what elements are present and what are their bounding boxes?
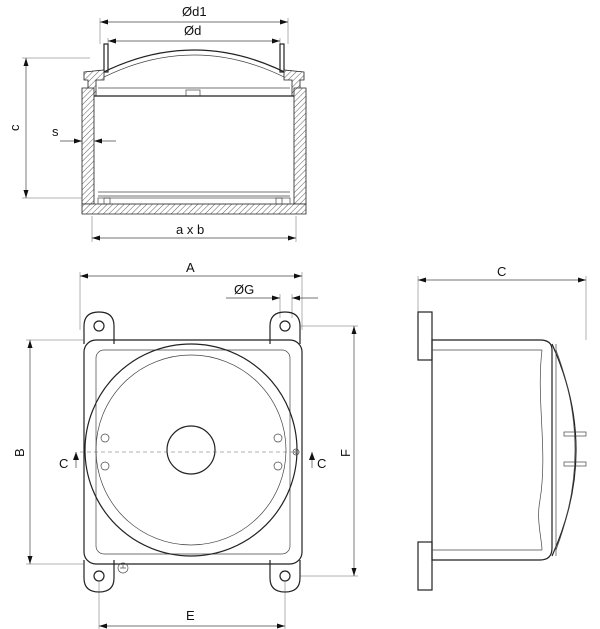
section-view: Ød1 Ød <box>7 4 307 242</box>
label-C-right: C <box>317 456 326 471</box>
side-body-break <box>538 349 544 551</box>
dim-G: ØG <box>226 282 318 318</box>
wall-left <box>81 87 95 205</box>
section-mark-left: C <box>59 452 79 471</box>
cover-ring-outer <box>84 343 298 557</box>
cover-clip <box>185 89 201 97</box>
screw-icon <box>273 461 283 471</box>
stud-right <box>279 43 285 73</box>
dim-F: F <box>300 325 358 577</box>
dim-d: Ød <box>107 23 281 52</box>
label-C-side: C <box>497 264 506 279</box>
side-view: C <box>417 264 587 591</box>
dim-C-side: C <box>417 264 587 340</box>
dome-cover-inner <box>97 54 291 81</box>
dim-axb: a x b <box>91 216 297 242</box>
dim-c-section: c <box>7 57 90 199</box>
label-axb: a x b <box>176 222 204 237</box>
lug-hole-top-left <box>93 320 105 332</box>
side-dome <box>551 343 577 557</box>
cover-ring-inner <box>95 354 287 546</box>
screw-icon <box>100 461 110 471</box>
dim-E: E <box>98 582 286 629</box>
side-flange-top <box>417 311 433 361</box>
lug-hole-bottom-right <box>279 570 291 582</box>
lug-hole-bottom-left <box>93 570 105 582</box>
lug-hole-top-right <box>279 320 291 332</box>
side-body <box>431 339 553 561</box>
earth-symbol-icon <box>117 562 129 574</box>
wall-right <box>293 87 307 205</box>
section-mark-right: C <box>309 452 326 471</box>
label-d: Ød <box>184 23 201 38</box>
screw-icon <box>100 433 110 443</box>
screw-icon <box>273 433 283 443</box>
dim-d1: Ød1 <box>99 4 289 44</box>
front-view: A ØG <box>12 260 358 629</box>
label-F: F <box>338 449 353 457</box>
label-c-section: c <box>7 124 22 131</box>
dim-A: A <box>79 260 303 330</box>
label-A: A <box>186 260 195 275</box>
dim-B: B <box>12 339 84 565</box>
label-s: s <box>52 124 59 139</box>
label-C-left: C <box>59 456 68 471</box>
dim-s: s <box>52 124 116 144</box>
center-hole <box>166 425 216 475</box>
base-plate <box>81 203 307 215</box>
lug-top-right <box>269 311 301 344</box>
side-flange-bottom <box>417 541 433 591</box>
stud-left <box>103 43 109 73</box>
label-B: B <box>12 448 27 457</box>
side-stud-top <box>563 431 587 437</box>
label-G: ØG <box>234 282 254 297</box>
side-stud-bottom <box>563 461 587 467</box>
label-d1: Ød1 <box>182 4 207 19</box>
lug-top-left <box>83 311 115 344</box>
label-E: E <box>186 608 195 623</box>
dome-cover-outer <box>91 49 297 79</box>
